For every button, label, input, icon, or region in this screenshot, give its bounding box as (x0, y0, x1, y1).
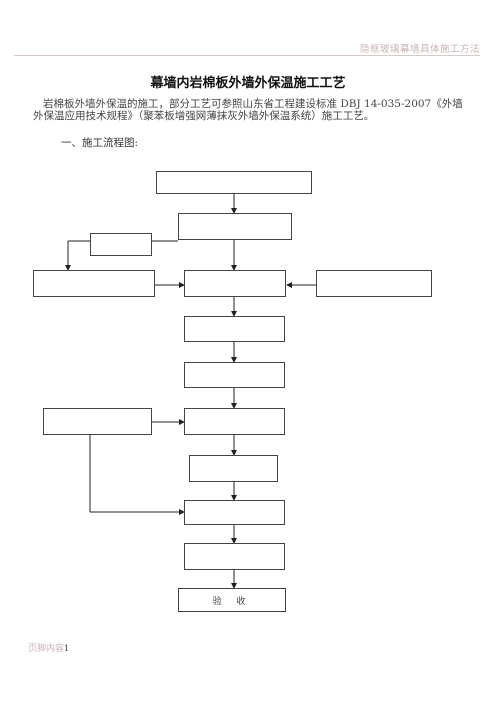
flow-box-13 (184, 543, 285, 570)
flow-box-8 (184, 362, 285, 388)
flow-box-9 (43, 408, 152, 435)
flow-box-3 (90, 233, 152, 256)
header-title: 隐框玻璃幕墙具体施工方法 (359, 44, 480, 55)
flow-box-12 (184, 500, 285, 525)
footer-text: 页脚内容 (28, 644, 65, 654)
flow-box-11 (189, 455, 278, 482)
document-title: 幕墙内岩棉板外墙外保温施工工艺 (150, 76, 346, 91)
flow-box-7 (184, 316, 285, 342)
flow-box-2 (178, 213, 292, 240)
flow-box-5 (184, 270, 286, 297)
flow-box-6 (316, 270, 432, 297)
page-number: 1 (64, 644, 70, 653)
flow-box-15: 验 收 (178, 588, 286, 612)
header-divider (14, 55, 480, 56)
section-heading: 一、施工流程图: (61, 137, 139, 149)
flow-box-1 (156, 171, 312, 194)
flow-box-4 (33, 270, 155, 297)
intro-paragraph: 岩棉板外墙外保温的施工，部分工艺可参照山东省工程建设标准 DBJ 14-035-… (33, 98, 463, 122)
page-footer: 页脚内容1 (28, 641, 69, 654)
flow-box-10 (184, 408, 285, 435)
